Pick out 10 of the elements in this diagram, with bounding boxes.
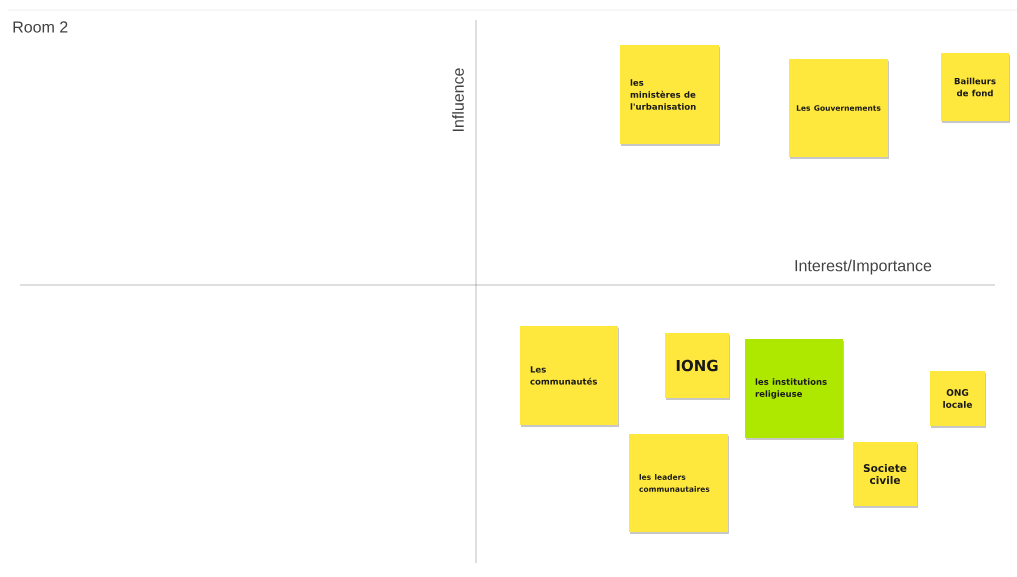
sticky-note: les ministères de l'urbanisation	[620, 45, 720, 146]
axis-label: Influence	[452, 68, 464, 131]
sticky-note: Societe civile	[853, 442, 918, 508]
sticky-note: les institutions religieuse	[745, 339, 844, 440]
sticky-note: Les communautés	[520, 326, 619, 427]
axis-label: Interest/Importance	[795, 259, 932, 275]
title: Room 2	[13, 21, 68, 33]
sticky-note: ONG locale	[930, 371, 986, 428]
sticky-note: Bailleurs de fond	[941, 53, 1010, 123]
sticky-note: IONG	[665, 333, 730, 400]
